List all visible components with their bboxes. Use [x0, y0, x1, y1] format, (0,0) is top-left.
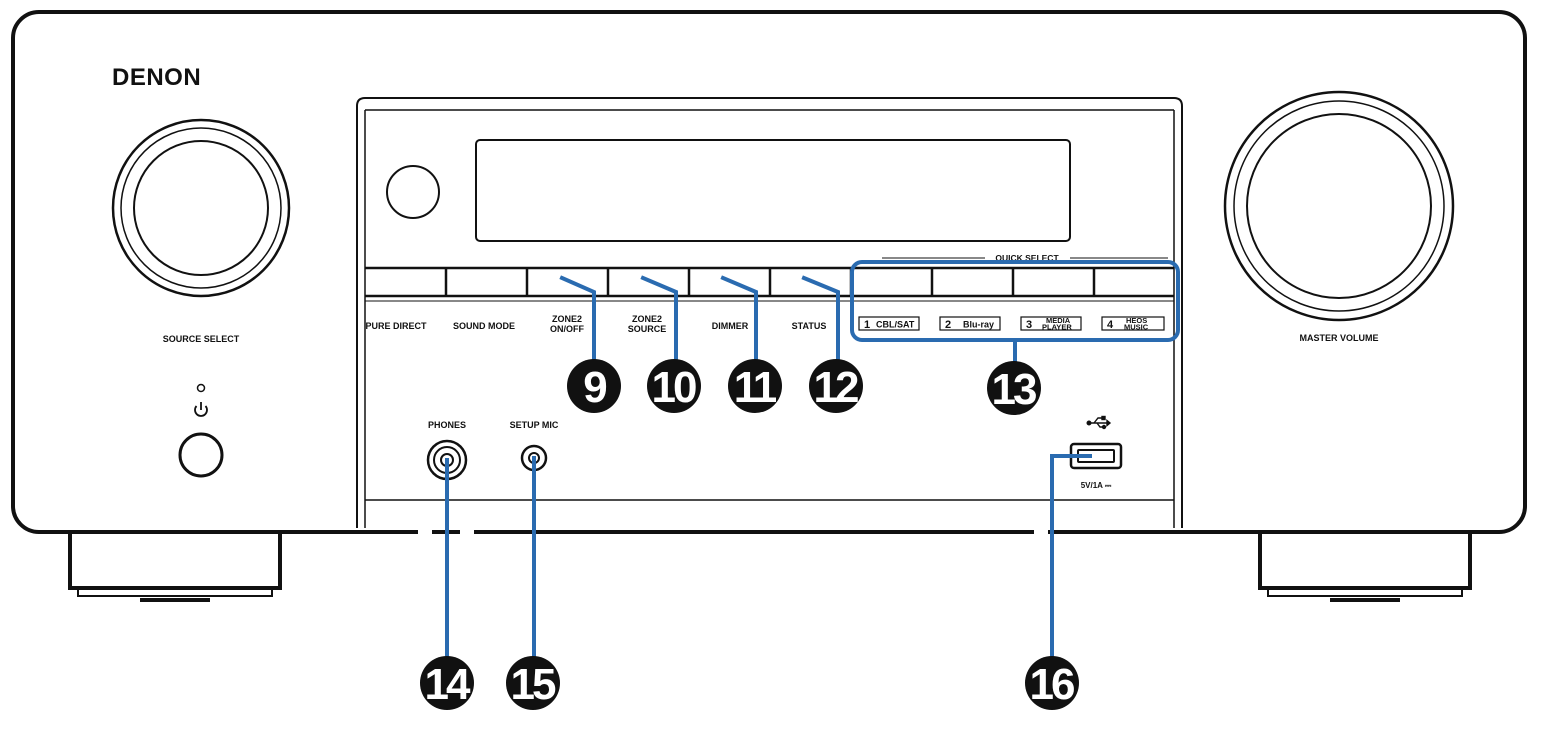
callout-10: 10	[647, 359, 701, 413]
callout-11: 11	[728, 359, 782, 413]
svg-text:3: 3	[1026, 319, 1032, 331]
callout-16: 16	[1025, 656, 1079, 710]
quick-select-label-4: 4 HEOS MUSIC	[1101, 316, 1165, 332]
svg-text:16: 16	[1030, 660, 1074, 709]
master-volume-label: MASTER VOLUME	[1299, 333, 1378, 343]
svg-text:MEDIA: MEDIA	[1046, 316, 1071, 325]
zone2-source-label-line2: SOURCE	[628, 324, 667, 334]
zone2-onoff-label-line2: ON/OFF	[550, 324, 584, 334]
source-select-label: SOURCE SELECT	[163, 334, 240, 344]
svg-text:CBL/SAT: CBL/SAT	[876, 320, 915, 330]
quick-select-title: QUICK SELECT	[995, 253, 1059, 263]
callout-9: 9	[567, 359, 621, 413]
callout-lines	[445, 275, 1092, 662]
svg-text:9: 9	[583, 363, 606, 412]
sound-mode-button[interactable]	[448, 270, 525, 294]
svg-text:12: 12	[814, 363, 858, 412]
phones-label: PHONES	[428, 420, 466, 430]
quick-select-label-2: 2 Blu-ray	[939, 316, 1001, 331]
front-display	[475, 139, 1071, 242]
svg-text:1: 1	[864, 319, 870, 331]
svg-text:15: 15	[511, 660, 556, 709]
svg-text:HEOS: HEOS	[1126, 316, 1147, 325]
power-led	[196, 383, 206, 393]
quick-select-4-button[interactable]	[1096, 270, 1172, 294]
quick-select-3-button[interactable]	[1015, 270, 1092, 294]
callout-14: 14	[420, 656, 474, 710]
svg-text:4: 4	[1107, 319, 1114, 331]
usb-icon	[1086, 415, 1112, 430]
callout-12: 12	[809, 359, 863, 413]
svg-text:2: 2	[945, 319, 951, 331]
master-volume-knob[interactable]	[1223, 90, 1455, 322]
right-foot	[1258, 532, 1472, 602]
quick-select-2-button[interactable]	[934, 270, 1011, 294]
svg-text:Blu-ray: Blu-ray	[963, 320, 994, 330]
quick-select-label-1: 1 CBL/SAT	[858, 316, 920, 331]
source-select-knob[interactable]	[111, 118, 291, 298]
quick-select-1-button[interactable]	[853, 270, 930, 294]
sound-mode-label: SOUND MODE	[453, 321, 515, 331]
status-label: STATUS	[792, 321, 827, 331]
brand-logo: DENON	[112, 64, 201, 91]
zone2-source-label-line1: ZONE2	[632, 314, 662, 324]
svg-text:11: 11	[734, 363, 777, 412]
pure-direct-button[interactable]	[367, 270, 444, 294]
svg-text:13: 13	[992, 365, 1036, 414]
center-panel	[356, 97, 1183, 528]
quick-select-label-3: 3 MEDIA PLAYER	[1020, 316, 1082, 332]
usb-rating-label: 5V/1A ⎓	[1081, 481, 1112, 490]
callout-13: 13	[987, 361, 1041, 415]
power-icon	[194, 402, 208, 417]
callout-15: 15	[506, 656, 560, 710]
svg-text:MUSIC: MUSIC	[1124, 323, 1149, 332]
zone2-onoff-label-line1: ZONE2	[552, 314, 582, 324]
svg-text:PLAYER: PLAYER	[1042, 323, 1072, 332]
svg-text:14: 14	[425, 660, 471, 709]
power-button[interactable]	[178, 432, 224, 478]
dimmer-label: DIMMER	[712, 321, 749, 331]
svg-text:10: 10	[652, 363, 696, 412]
remote-sensor	[386, 165, 440, 219]
base-gaps	[418, 528, 1048, 536]
left-foot	[68, 532, 282, 602]
setup-mic-label: SETUP MIC	[510, 420, 559, 430]
pure-direct-label: PURE DIRECT	[365, 321, 427, 331]
